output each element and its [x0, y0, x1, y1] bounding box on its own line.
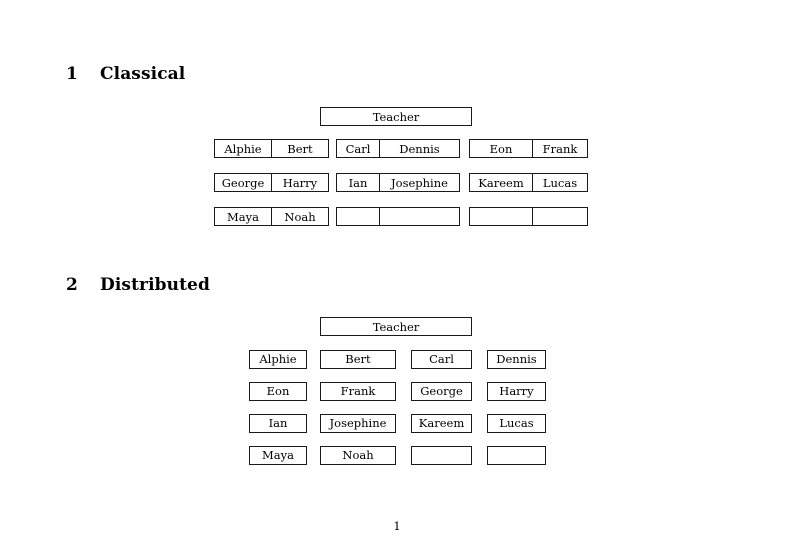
student-cell: Eon: [249, 382, 307, 401]
student-cell: Josephine: [379, 173, 460, 192]
student-cell: Josephine: [320, 414, 396, 433]
section-heading-classical: 1 Classical: [66, 64, 185, 84]
student-cell-empty: [411, 446, 472, 465]
teacher-cell: Teacher: [320, 107, 472, 126]
section-title: Classical: [100, 64, 186, 84]
classical-group-middle: Carl Dennis Ian Josephine: [336, 139, 460, 226]
student-cell: Harry: [271, 173, 329, 192]
student-cell: Lucas: [487, 414, 546, 433]
table-row: Teacher: [320, 107, 472, 126]
student-cell: Ian: [336, 173, 380, 192]
row-spacer: [470, 158, 588, 174]
row-spacer: [337, 158, 460, 174]
student-cell: Frank: [320, 382, 396, 401]
row-spacer: [215, 158, 329, 174]
row-spacer: [215, 192, 329, 208]
student-cell: Lucas: [532, 173, 588, 192]
student-cell: Noah: [271, 207, 329, 226]
student-cell: Kareem: [411, 414, 472, 433]
student-cell: Maya: [249, 446, 307, 465]
teacher-box-classical: Teacher: [320, 107, 472, 126]
student-cell-empty: [469, 207, 533, 226]
student-cell: Maya: [214, 207, 272, 226]
student-cell-empty: [487, 446, 546, 465]
table-row: [469, 207, 588, 226]
table-row: [336, 207, 460, 226]
table-row: Ian Josephine: [336, 173, 460, 192]
student-cell: Bert: [271, 139, 329, 158]
section-number: 1: [66, 64, 78, 84]
row-spacer: [337, 192, 460, 208]
student-cell: Bert: [320, 350, 396, 369]
section-number: 2: [66, 275, 78, 295]
teacher-cell: Teacher: [320, 317, 472, 336]
row-spacer: [470, 192, 588, 208]
student-cell-empty: [532, 207, 588, 226]
student-cell: Alphie: [214, 139, 272, 158]
student-cell: George: [214, 173, 272, 192]
table-row: Kareem Lucas: [469, 173, 588, 192]
student-cell: Dennis: [487, 350, 546, 369]
student-cell-empty: [379, 207, 460, 226]
section-title: Distributed: [100, 275, 210, 295]
classical-group-left: Alphie Bert George Harry Maya Noah: [214, 139, 329, 226]
teacher-box-distributed: Teacher: [320, 317, 472, 336]
page-number: 1: [393, 519, 401, 533]
student-cell: Alphie: [249, 350, 307, 369]
student-cell: Carl: [336, 139, 380, 158]
table-row: Teacher: [320, 317, 472, 336]
student-cell: Ian: [249, 414, 307, 433]
table-row: Carl Dennis: [336, 139, 460, 158]
table-row: Eon Frank: [469, 139, 588, 158]
student-cell: Carl: [411, 350, 472, 369]
student-cell: Harry: [487, 382, 546, 401]
student-cell: Frank: [532, 139, 588, 158]
student-cell: George: [411, 382, 472, 401]
section-heading-distributed: 2 Distributed: [66, 275, 210, 295]
student-cell: Kareem: [469, 173, 533, 192]
student-cell: Noah: [320, 446, 396, 465]
student-cell: Dennis: [379, 139, 460, 158]
table-row: Maya Noah: [214, 207, 329, 226]
student-cell: Eon: [469, 139, 533, 158]
table-row: George Harry: [214, 173, 329, 192]
table-row: Alphie Bert: [214, 139, 329, 158]
classical-group-right: Eon Frank Kareem Lucas: [469, 139, 588, 226]
student-cell-empty: [336, 207, 380, 226]
